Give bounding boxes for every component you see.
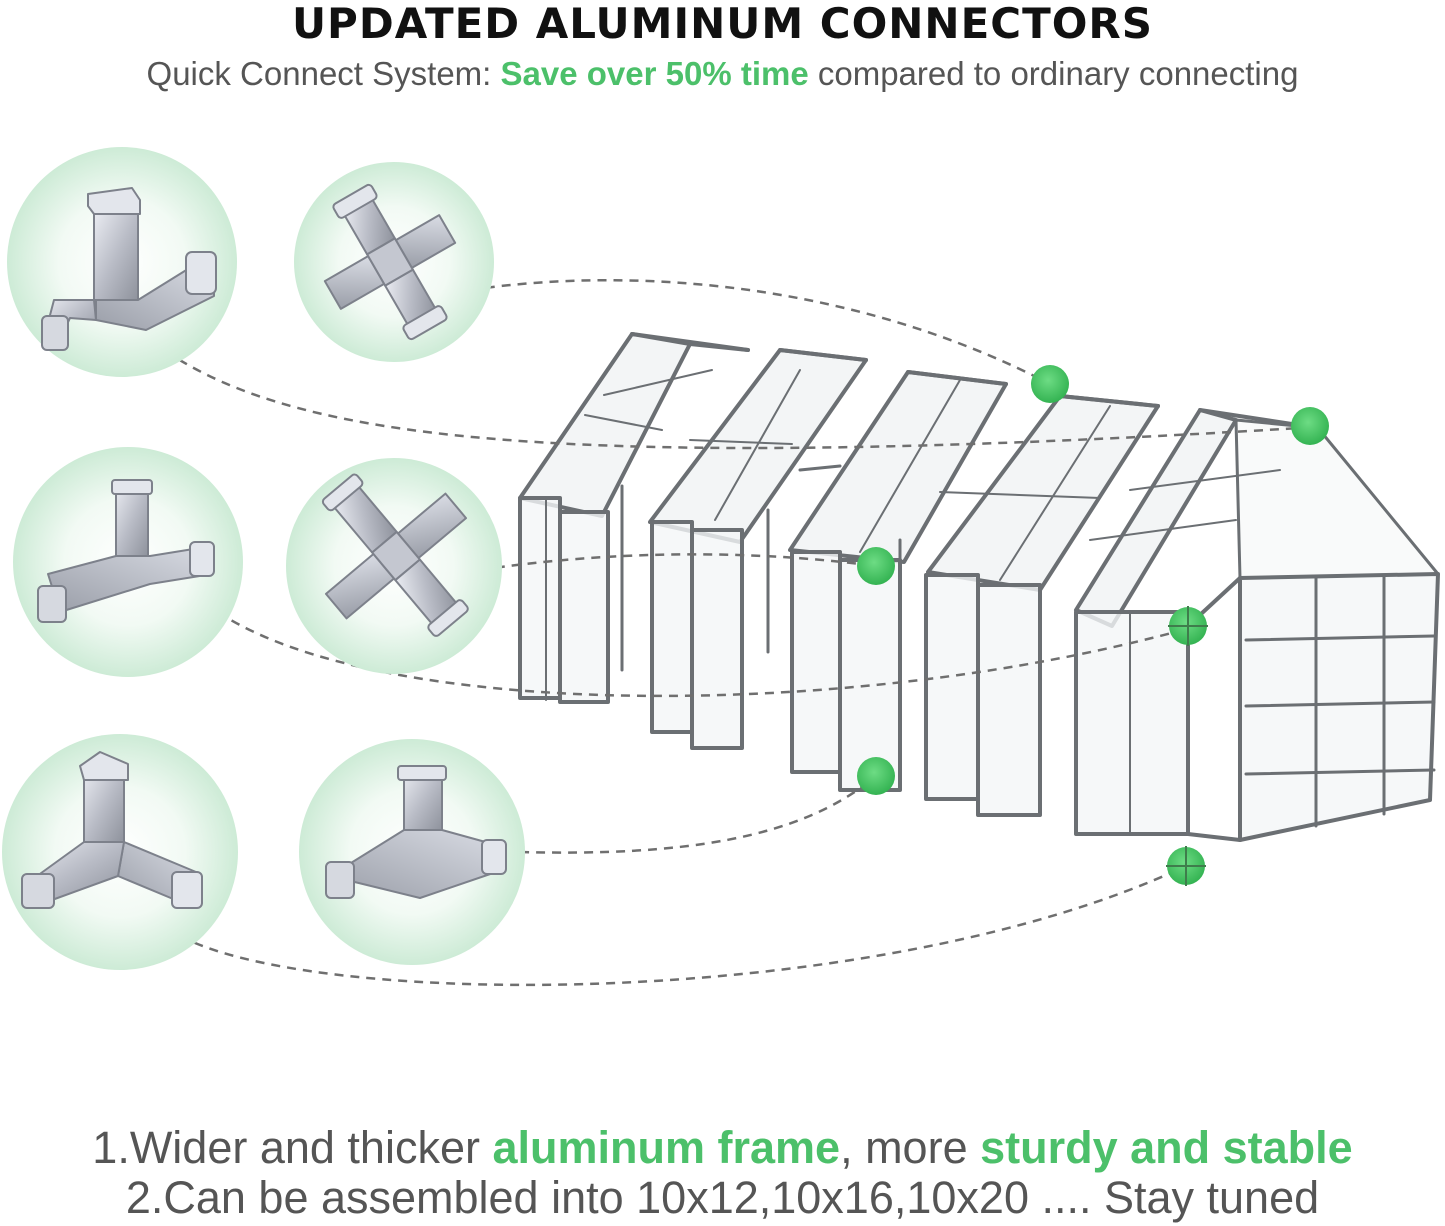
connector-bubble-corner-3-way-base xyxy=(2,734,238,970)
feature-1-middle: , more xyxy=(840,1122,981,1173)
connection-points xyxy=(857,365,1329,886)
subtitle-highlight: Save over 50% time xyxy=(500,55,809,92)
connector-corner-3-way-base-icon xyxy=(21,751,203,909)
subtitle-prefix: Quick Connect System: xyxy=(146,55,501,92)
connector-bubble-cross-4-way-angled xyxy=(286,458,502,674)
subtitle-suffix: compared to ordinary connecting xyxy=(808,55,1299,92)
feature-line-2: 2.Can be assembled into 10x12,10x16,10x2… xyxy=(125,1172,1320,1223)
feature-1-prefix: 1.Wider and thicker xyxy=(92,1122,493,1173)
connector-t-3-way-icon xyxy=(37,479,215,623)
connector-cross-4-way-icon xyxy=(323,183,457,341)
leader-line-2 xyxy=(469,278,1051,386)
connection-point-ridge-right xyxy=(1291,407,1329,445)
leader-line-6 xyxy=(519,775,877,854)
greenhouse-illustration xyxy=(518,332,1440,842)
connection-point-eave-mid xyxy=(857,547,895,585)
feature-1-highlight-frame: aluminum frame xyxy=(492,1122,841,1173)
feature-1-highlight-sturdy: sturdy and stable xyxy=(980,1122,1353,1173)
connector-corner-3-way-icon xyxy=(41,187,217,351)
connector-t-3-way-base-icon xyxy=(325,765,507,899)
connector-bubble-t-3-way-base xyxy=(299,739,525,965)
leader-line-1 xyxy=(139,331,1301,450)
connection-point-ridge-left xyxy=(1031,365,1069,403)
page-title: UPDATED ALUMINUM CONNECTORS xyxy=(291,0,1154,48)
connection-point-base-mid xyxy=(857,757,895,795)
greenhouse-module-3 xyxy=(788,370,1008,792)
leader-line-3 xyxy=(217,610,1191,698)
connector-cross-4-way-angled-icon xyxy=(321,473,469,637)
connector-bubble-t-3-way xyxy=(13,447,243,677)
leader-lines xyxy=(139,278,1301,987)
leader-line-5 xyxy=(179,864,1187,987)
connector-bubble-corner-3-way xyxy=(7,147,237,377)
connector-bubble-cross-4-way xyxy=(294,162,494,362)
greenhouse-module-1 xyxy=(518,332,750,704)
leader-line-4 xyxy=(479,553,877,572)
feature-line-1: 1.Wider and thicker aluminum frame, more… xyxy=(0,1122,1445,1174)
greenhouse-module-5 xyxy=(1074,408,1440,842)
subtitle: Quick Connect System: Save over 50% time… xyxy=(0,54,1445,94)
greenhouse-module-4 xyxy=(924,394,1160,817)
